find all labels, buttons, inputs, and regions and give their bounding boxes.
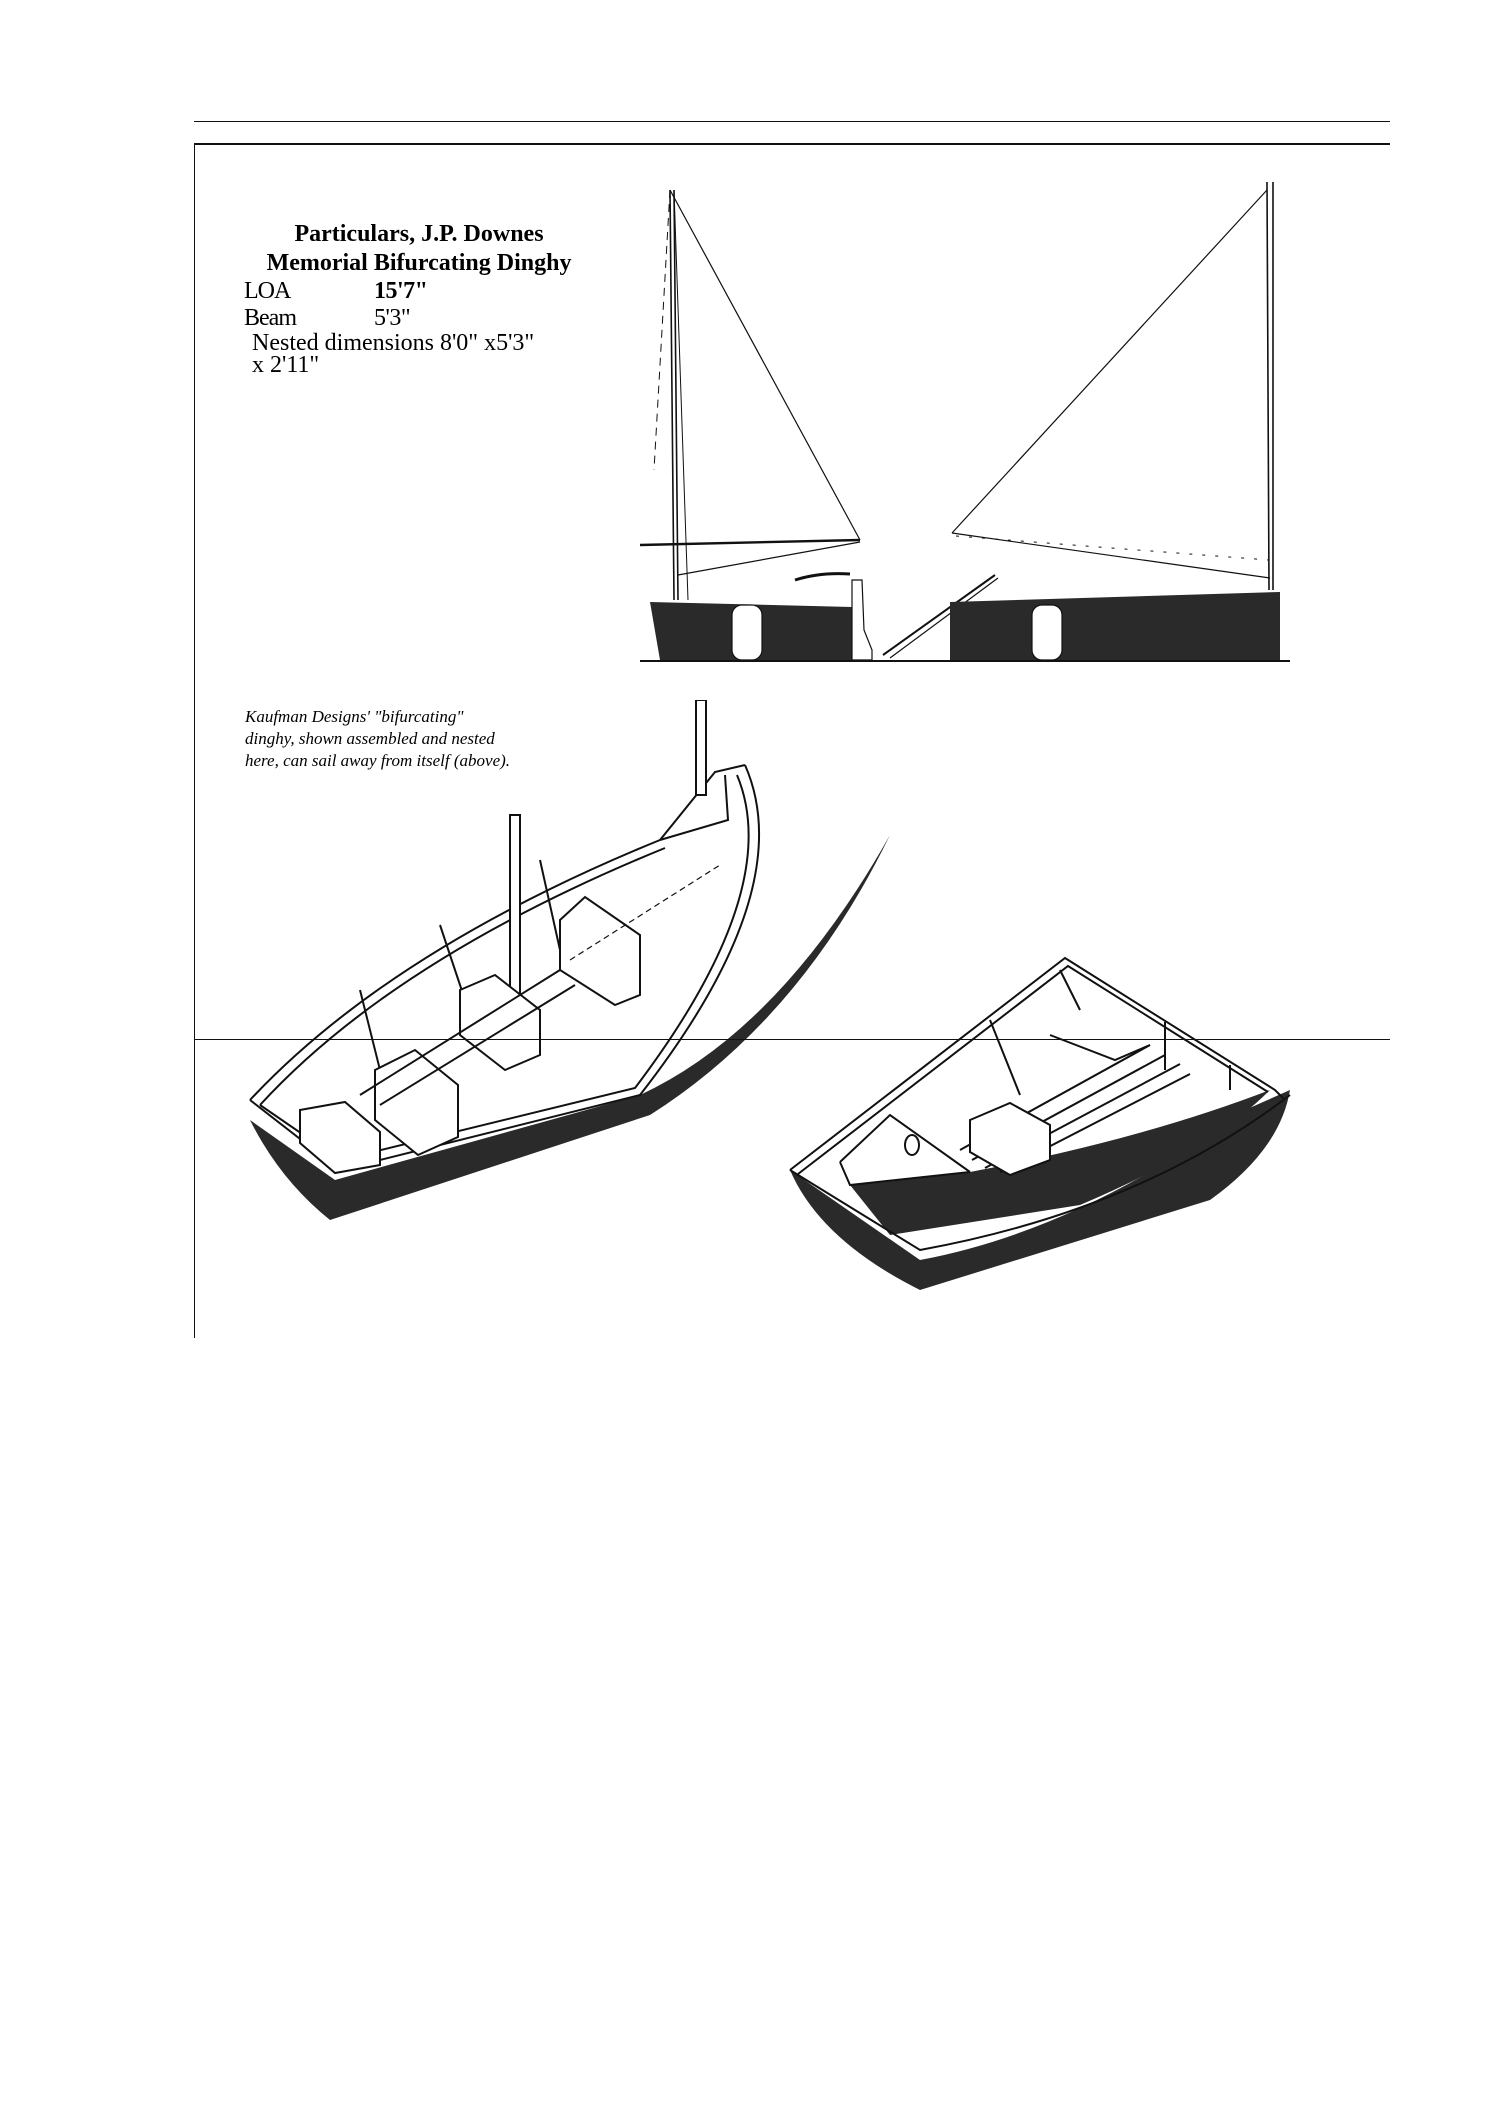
particulars-title-line1: Particulars, J.P. Downes [294, 221, 544, 247]
nested-dimensions-line1: Nested dimensions 8'0" x5'3" [252, 330, 535, 356]
frame-top-rule [194, 143, 1390, 145]
loa-label: LOA [244, 278, 291, 304]
nested-dimensions-line2: x 2'11" [252, 352, 320, 378]
particulars-title-line2: Memorial Bifurcating Dinghy [266, 250, 572, 276]
particulars-box: Particulars, J.P. Downes Memorial Bifurc… [244, 220, 594, 378]
caption-line1: Kaufman Designs' "bifurcating" [245, 707, 464, 726]
figure-caption: Kaufman Designs' "bifurcating" dinghy, s… [245, 706, 575, 772]
page-crossing-line [194, 1039, 1390, 1040]
caption-line2: dinghy, shown assembled and nested [245, 729, 495, 748]
caption-line3: here, can sail away from itself (above). [245, 751, 511, 770]
header-rule [194, 121, 1390, 122]
particulars-row-beam: Beam 5'3" [244, 305, 594, 332]
sail-plan-illustration [640, 181, 1290, 662]
beam-label: Beam [244, 305, 297, 331]
beam-value: 5'3" [374, 305, 411, 331]
assembled-dinghy-illustration [249, 700, 890, 1220]
frame-left-rule [194, 143, 195, 1338]
nested-dinghy-illustration [789, 956, 1291, 1290]
particulars-row-loa: LOA 15'7" [244, 278, 594, 305]
loa-value: 15'7" [374, 278, 428, 304]
